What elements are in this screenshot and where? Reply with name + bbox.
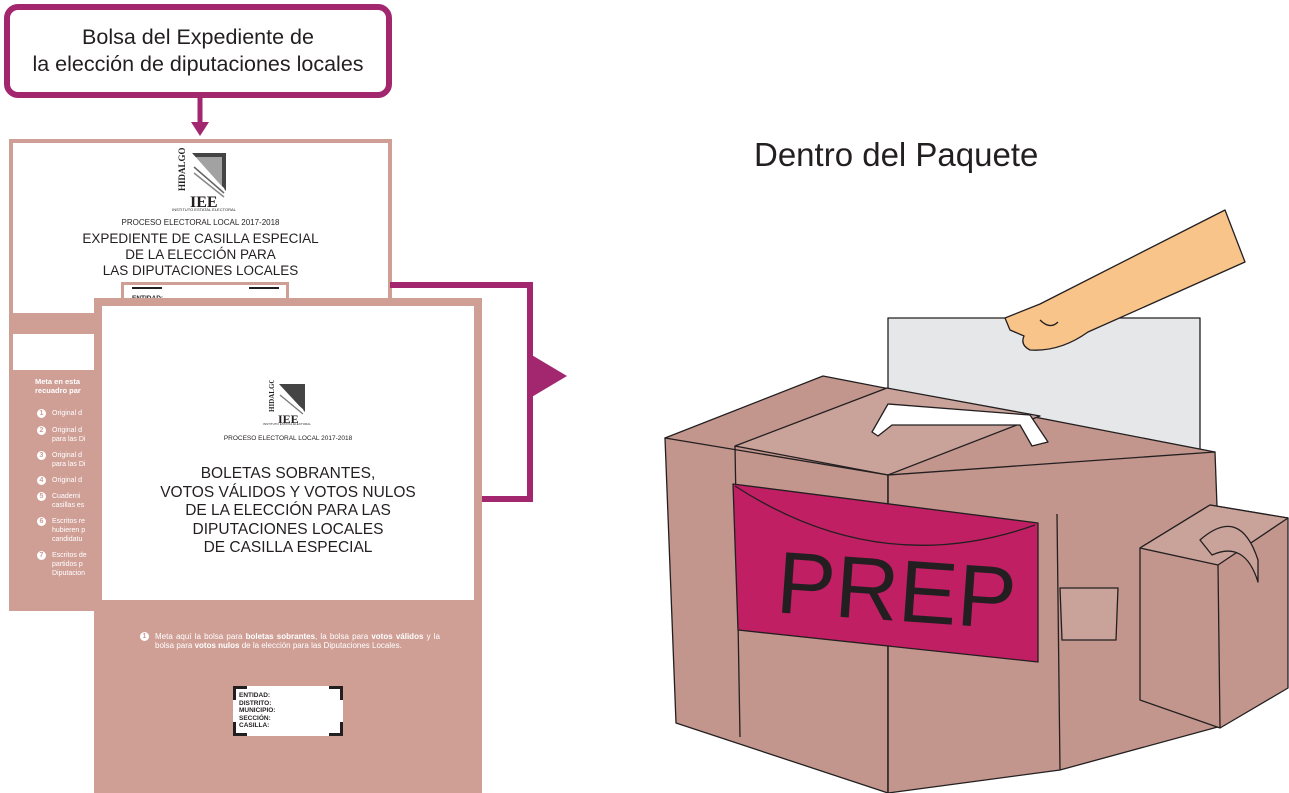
item-number: 6	[37, 517, 46, 526]
logo-state: HIDALGO	[177, 147, 187, 191]
field-label: SECCIÓN:	[239, 714, 271, 722]
meta-text: Meta en esta recuadro par	[35, 377, 81, 395]
logo-caption: INSTITUTO ESTATAL ELECTORAL	[263, 422, 311, 426]
down-arrow-icon	[191, 96, 209, 136]
title-line: VOTOS VÁLIDOS Y VOTOS NULOS	[160, 483, 416, 501]
field-label: DISTRITO:	[239, 699, 272, 707]
item-number: 3	[37, 451, 46, 460]
title-line: DE LA ELECCIÓN PARA LAS	[185, 502, 391, 519]
field-labels: ENTIDAD: DISTRITO: MUNICIPIO: SECCIÓN: C…	[239, 692, 275, 730]
instruction-text: Meta aquí la bolsa para boletas sobrante…	[155, 632, 441, 650]
prep-label	[732, 483, 1039, 663]
title-line: BOLETAS SOBRANTES,	[200, 465, 376, 482]
process-label: PROCESO ELECTORAL LOCAL 2017-2018	[121, 218, 280, 227]
field-label: MUNICIPIO:	[239, 707, 276, 714]
list-item: 4 Original d	[37, 476, 82, 485]
front-document-cover	[102, 306, 474, 600]
logo-org: IEE	[278, 412, 299, 424]
item-number: 1	[37, 409, 46, 418]
callout-box: Bolsa del Expediente de la elección de d…	[4, 4, 392, 98]
hand-icon	[1004, 209, 1246, 351]
logo-org: IEE	[190, 194, 218, 209]
logo-state: HIDALGO	[268, 380, 276, 412]
title-line: DE LA ELECCIÓN PARA	[125, 247, 276, 262]
iee-logo-icon: HIDALGO IEE INSTITUTO ESTATAL ELECTORAL	[172, 147, 236, 213]
title-line: LAS DIPUTACIONES LOCALES	[102, 263, 299, 278]
process-label: PROCESO ELECTORAL LOCAL 2017-2018	[223, 435, 353, 442]
front-document: HIDALGO IEE INSTITUTO ESTATAL ELECTORAL …	[94, 298, 482, 793]
identification-box: ENTIDAD: DISTRITO: MUNICIPIO: SECCIÓN: C…	[233, 686, 343, 736]
instruction: 1 Meta aquí la bolsa para boletas sobran…	[140, 632, 440, 650]
field-label: CASILLA:	[239, 722, 270, 729]
meta-line: recuadro par	[35, 386, 81, 395]
item-number: 7	[37, 551, 46, 560]
callout-line-1: Bolsa del Expediente de	[82, 25, 314, 49]
item-number: 1	[140, 632, 149, 641]
section-heading: Dentro del Paquete	[754, 136, 1039, 173]
item-number: 4	[37, 476, 46, 485]
ballot-box-illustration: PREP	[664, 209, 1289, 793]
field-label: ENTIDAD:	[239, 692, 271, 699]
item-number: 5	[37, 492, 46, 501]
iee-logo-icon: HIDALGO IEE INSTITUTO ESTATAL ELECTORAL	[263, 378, 311, 426]
bolsa-title: BOLETAS SOBRANTES, VOTOS VÁLIDOS Y VOTOS…	[94, 465, 482, 558]
title-line: EXPEDIENTE DE CASILLA ESPECIAL	[82, 231, 319, 246]
logo-caption: INSTITUTO ESTATAL ELECTORAL	[172, 207, 236, 212]
meta-line: Meta en esta	[35, 377, 81, 386]
item-number: 2	[37, 426, 46, 435]
callout-line-2: la elección de diputaciones locales	[32, 52, 364, 76]
list-item: 1 Original d	[37, 409, 82, 418]
prep-text: PREP	[774, 532, 1020, 647]
expediente-title: EXPEDIENTE DE CASILLA ESPECIAL DE LA ELE…	[9, 231, 392, 279]
title-line: DE CASILLA ESPECIAL	[203, 539, 373, 556]
title-line: DIPUTACIONES LOCALES	[192, 520, 384, 538]
